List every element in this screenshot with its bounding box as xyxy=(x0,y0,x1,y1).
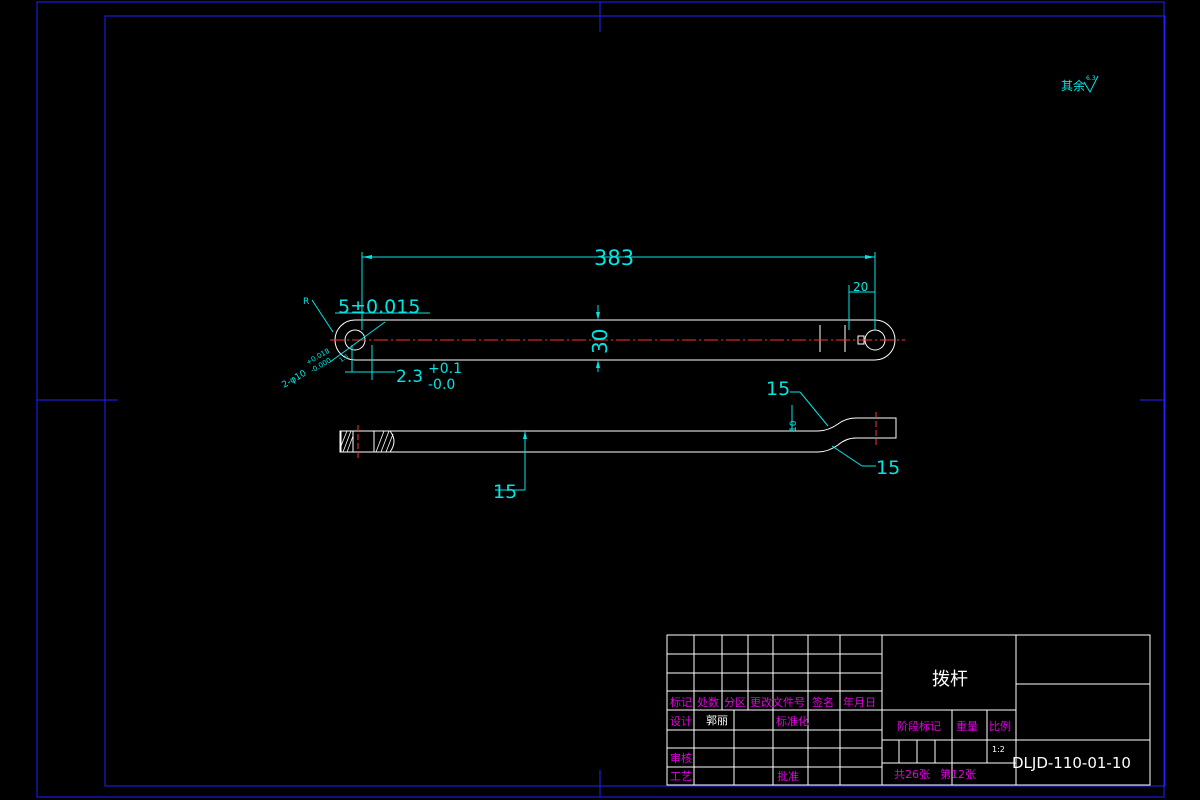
roughness-icon xyxy=(1083,75,1099,94)
standardize-label: 标准化 xyxy=(776,714,809,728)
sheet-total: 共26张 xyxy=(894,768,930,781)
title-block xyxy=(666,634,1151,786)
header-zone: 分区 xyxy=(724,696,746,709)
design-label: 设计 xyxy=(670,715,692,728)
designer-name: 郭丽 xyxy=(706,714,728,727)
dim-radius-label: R xyxy=(303,297,309,307)
stage-label: 阶段标记 xyxy=(897,719,941,733)
sheet-number: 第12张 xyxy=(940,767,976,781)
header-mark: 标记 xyxy=(670,695,692,709)
dim-end-offset: 20 xyxy=(853,280,868,294)
header-count: 处数 xyxy=(697,696,719,709)
header-date: 年月日 xyxy=(843,695,876,709)
dim-bend-top: 15 xyxy=(766,378,790,400)
dim-bend-radius: 15 xyxy=(876,457,900,479)
scale-label: 比例 xyxy=(989,719,1011,733)
dim-length: 383 xyxy=(594,246,634,270)
dim-radius: 5±0.015 xyxy=(338,296,420,318)
roughness-note-text: 其余 xyxy=(1061,78,1085,93)
header-signature: 签名 xyxy=(812,695,834,709)
dim-hole-ra: 1.6 xyxy=(338,353,350,364)
sheet-border xyxy=(36,1,1166,798)
weight-label: 重量 xyxy=(956,719,978,733)
drawing-number: DLJD-110-01-10 xyxy=(1012,754,1131,772)
dim-width: 30 xyxy=(588,329,612,354)
roughness-value: 6.3 xyxy=(1086,75,1096,82)
process-label: 工艺 xyxy=(670,770,692,783)
top-view: 383 20 30 R 5±0.015 2-φ10 +0.018 -0.000 … xyxy=(281,246,905,393)
title-block-text: 拨杆 标记 处数 分区 更改文件号 签名 年月日 设计 郭丽 标准化 阶段标记 … xyxy=(670,669,1131,783)
side-view: 15 15 10 15 xyxy=(339,378,900,503)
dim-slot: 2.3 xyxy=(396,367,423,387)
approve-label: 批准 xyxy=(777,769,799,783)
header-change-doc: 更改文件号 xyxy=(750,695,805,709)
dim-bend-small: 10 xyxy=(789,420,799,432)
part-name: 拨杆 xyxy=(932,669,968,690)
scale-value: 1:2 xyxy=(992,745,1005,754)
dim-hole-spec: 2-φ10 xyxy=(281,369,309,391)
roughness-note: 其余 6.3 xyxy=(1061,75,1099,94)
review-label: 审核 xyxy=(670,751,692,765)
dim-slot-tol-lower: -0.0 xyxy=(428,377,455,393)
dim-thickness: 15 xyxy=(493,481,517,503)
dim-slot-tol-upper: +0.1 xyxy=(428,361,462,377)
